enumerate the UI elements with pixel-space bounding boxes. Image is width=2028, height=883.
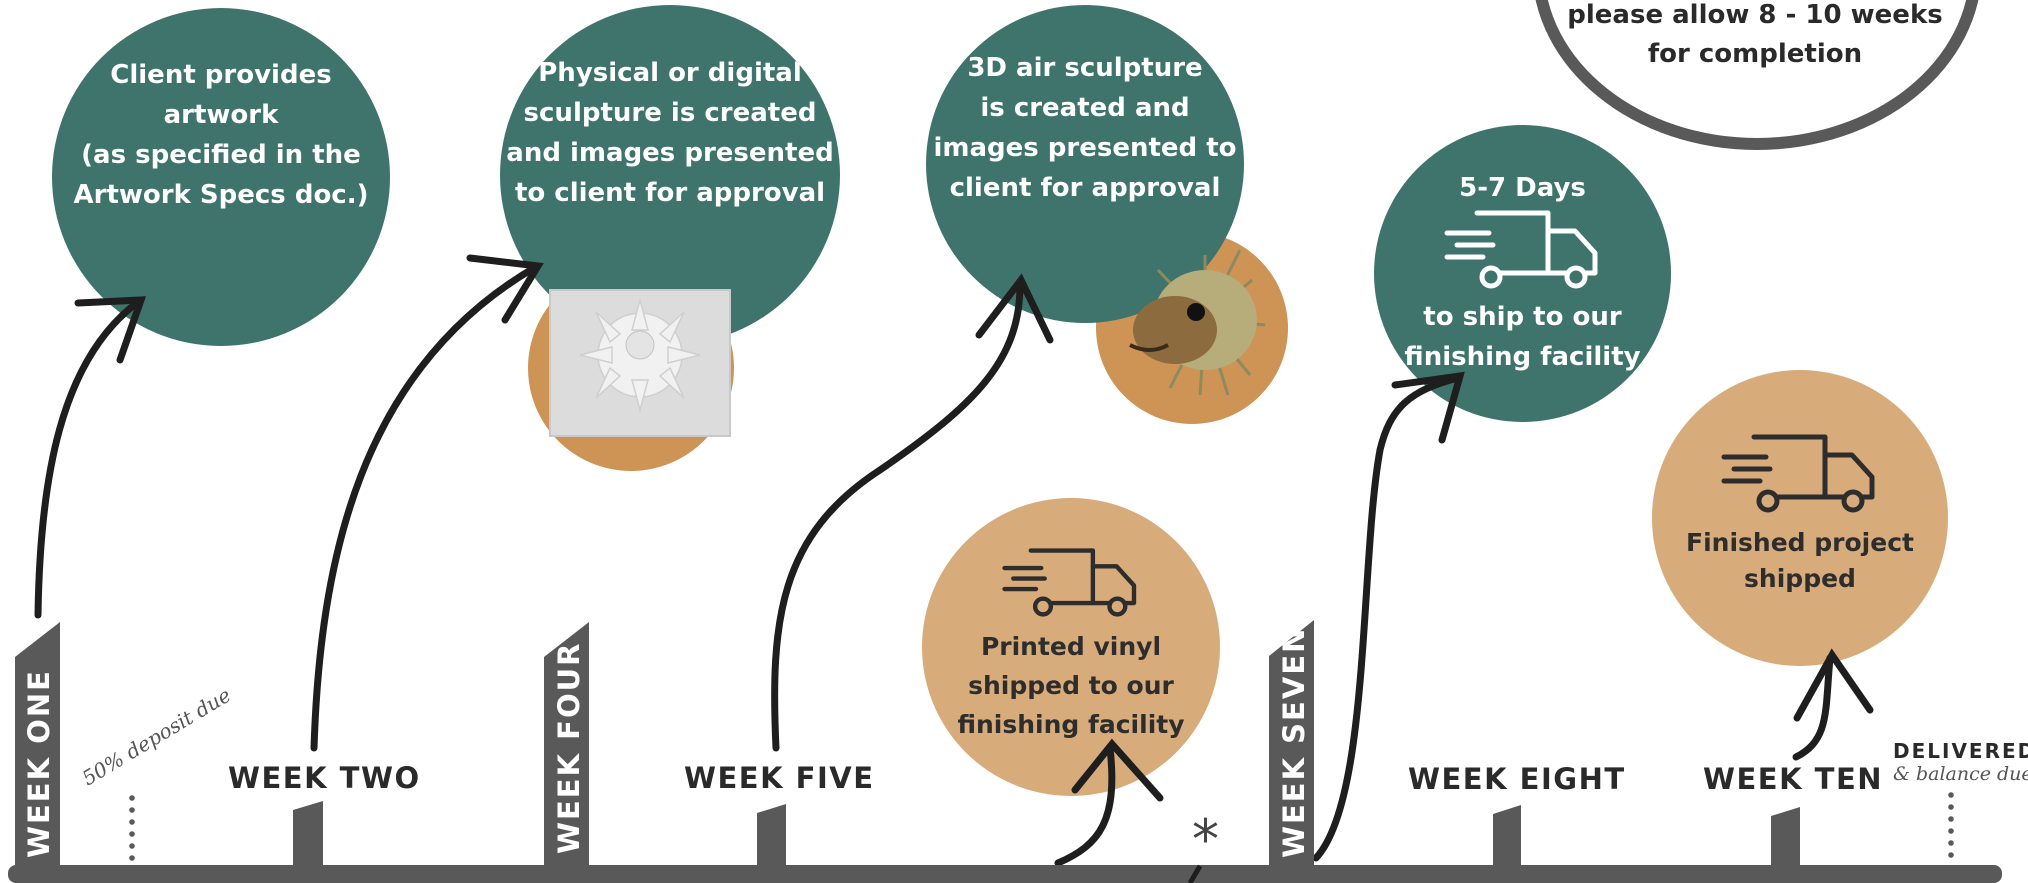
week-ten-label: WEEK TEN [1703, 762, 1884, 796]
step-sculpture-created-text: Physical or digital sculpture is created… [506, 58, 834, 208]
arrow-to-step-6 [1792, 654, 1834, 761]
arrow-to-step-1-head [74, 296, 147, 364]
week-tab-five [757, 804, 786, 868]
completion-note: please allow 8 - 10 weeks for completion [1567, 0, 1943, 69]
arrow-to-step-4 [1312, 374, 1462, 862]
arrow-to-step-5 [1054, 744, 1116, 867]
step-ship-title: 5-7 Days [1459, 172, 1586, 203]
milestone-week-one: WEEK ONE [22, 669, 56, 858]
delivered-label: DELIVERED [1893, 739, 2028, 763]
milestone-flag-week-one [15, 622, 60, 868]
step-printed-vinyl-text: Printed vinyl shipped to our finishing f… [957, 631, 1185, 739]
balance-note: & balance due [1893, 763, 2028, 785]
step-air-sculpture-text: 3D air sculpture is created and images p… [933, 53, 1237, 203]
asterisk-leader [1187, 864, 1203, 883]
arrow-to-step-5-head [1071, 738, 1164, 802]
arrow-to-step-2 [310, 264, 538, 752]
week-tab-ten [1771, 807, 1800, 868]
step-client-artwork: Client provides artwork (as specified in… [52, 8, 390, 346]
week-eight-label: WEEK EIGHT [1408, 762, 1626, 796]
milestone-week-seven: WEEK SEVEN [1277, 626, 1311, 858]
asterisk-mark: * [1192, 808, 1219, 871]
truck-icon [1444, 210, 1597, 288]
step-finished-shipped: Finished project shipped [1652, 370, 1948, 666]
arrow-to-step-3 [771, 281, 1024, 752]
milestone-flag-week-seven [1269, 620, 1314, 868]
step-ship-finishing: 5-7 Days to ship to our finishing facili… [1374, 125, 1671, 422]
arrow-to-step-1 [34, 298, 142, 619]
truck-icon [1002, 547, 1137, 617]
step-client-artwork-text: Client provides artwork (as specified in… [73, 60, 369, 210]
step-air-sculpture: 3D air sculpture is created and images p… [926, 5, 1244, 323]
step-printed-vinyl: Printed vinyl shipped to our finishing f… [922, 498, 1220, 796]
arrow-to-step-3-head [975, 273, 1054, 344]
week-five-label: WEEK FIVE [684, 761, 875, 795]
arrow-to-step-6-head [1793, 648, 1874, 722]
week-tab-two [293, 801, 323, 868]
arrow-to-step-2-head [466, 254, 544, 324]
week-tab-eight [1493, 805, 1521, 868]
arrow-to-step-4-head [1391, 371, 1465, 444]
truck-icon [1721, 434, 1875, 513]
step-ship-text: to ship to our finishing facility [1404, 301, 1641, 372]
milestone-flag-week-four [544, 622, 589, 868]
step-finished-shipped-text: Finished project shipped [1686, 528, 1914, 593]
step-sculpture-created: Physical or digital sculpture is created… [500, 5, 840, 345]
timeline-baseline [8, 865, 2002, 883]
milestone-week-four: WEEK FOUR [552, 641, 586, 854]
week-two-label: WEEK TWO [228, 761, 421, 795]
